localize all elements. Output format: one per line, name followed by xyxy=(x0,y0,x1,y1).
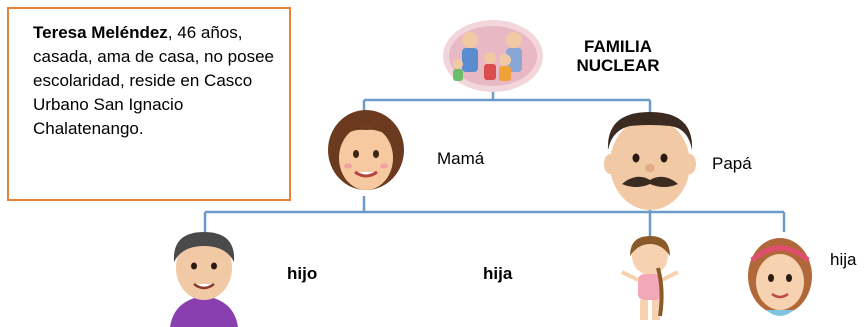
diagram-title: FAMILIA NUCLEAR xyxy=(560,37,676,75)
info-box: Teresa Meléndez, 46 años, casada, ama de… xyxy=(7,7,291,201)
title-line-1: FAMILIA xyxy=(584,37,652,56)
daughter-face-icon xyxy=(748,238,812,316)
label-daughter-1: hija xyxy=(483,264,513,283)
daughter-standing-icon xyxy=(621,236,679,320)
son-icon xyxy=(170,232,238,327)
person-details: , 46 años, casada, ama de casa, no posee… xyxy=(33,23,274,138)
person-name: Teresa Meléndez xyxy=(33,23,168,42)
label-mother: Mamá xyxy=(437,149,485,168)
label-son: hijo xyxy=(287,264,318,283)
mother-face-icon xyxy=(328,110,404,190)
family-photo-icon xyxy=(443,20,543,92)
label-daughter-2: hija xyxy=(830,250,857,269)
label-father: Papá xyxy=(712,154,752,173)
tree-connectors xyxy=(203,88,786,238)
title-line-2: NUCLEAR xyxy=(576,56,660,75)
father-face-icon xyxy=(604,112,696,210)
